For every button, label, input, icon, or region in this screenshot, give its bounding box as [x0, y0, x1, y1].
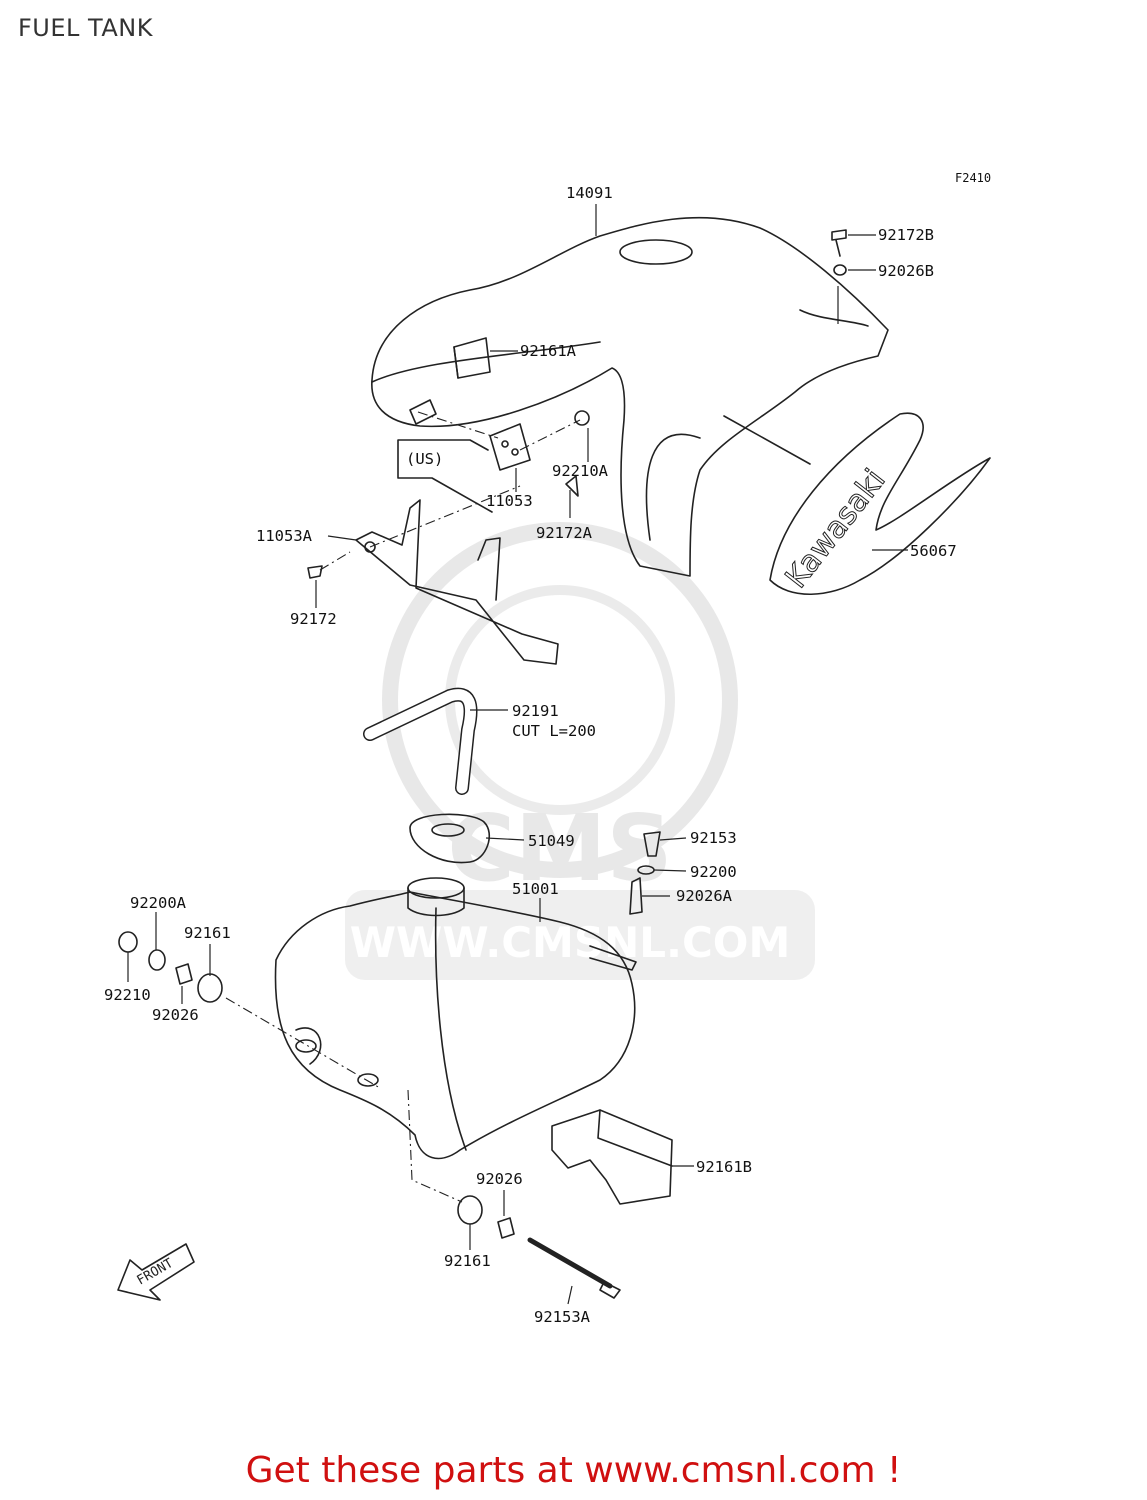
- front-arrow-icon: [117, 1243, 195, 1301]
- watermark-url: WWW.CMSNL.COM: [350, 918, 791, 967]
- tank-decal: [769, 412, 991, 595]
- part-label: 56067: [910, 542, 957, 560]
- fuel-tank: [274, 891, 636, 1160]
- mount-rubber: [551, 1109, 673, 1205]
- page-title: FUEL TANK: [18, 14, 153, 42]
- figure-code: F2410: [955, 171, 991, 185]
- part-label: 92161B: [696, 1158, 752, 1176]
- front-arrow-label: FRONT: [135, 1256, 177, 1289]
- tank-cover: [371, 216, 889, 577]
- part-label: (US): [406, 450, 443, 468]
- part-label: 92172A: [536, 524, 593, 542]
- part-label: 92191: [512, 702, 559, 720]
- part-label: 11053: [486, 492, 533, 510]
- part-label: 92153: [690, 829, 737, 847]
- part-label: 92200A: [130, 894, 187, 912]
- part-label: 92210: [104, 986, 151, 1004]
- part-label: CUT L=200: [512, 722, 596, 740]
- part-label: 92161: [184, 924, 231, 942]
- part-label: 11053A: [256, 527, 313, 545]
- watermark-logo: CMS: [447, 795, 672, 902]
- part-label: 92200: [690, 863, 737, 881]
- part-label: 92026B: [878, 262, 934, 280]
- part-labels: F2410 14091 92172B 92026B 92161A (US) 92…: [104, 171, 991, 1326]
- parts-diagram: CMS WWW.CMSNL.COM: [104, 171, 991, 1326]
- watermark: CMS WWW.CMSNL.COM: [345, 522, 815, 980]
- part-label: 51001: [512, 880, 559, 898]
- part-label: 92161: [444, 1252, 491, 1270]
- part-label: 92026: [152, 1006, 199, 1024]
- part-label: 14091: [566, 184, 613, 202]
- part-label: 51049: [528, 832, 575, 850]
- footer-promo: Get these parts at www.cmsnl.com !: [245, 1450, 902, 1491]
- part-label: 92172B: [878, 226, 934, 244]
- part-label: 92210A: [552, 462, 609, 480]
- part-label: 92026: [476, 1170, 523, 1188]
- part-label: 92161A: [520, 342, 577, 360]
- part-label: 92153A: [534, 1308, 591, 1326]
- part-label: 92026A: [676, 887, 733, 905]
- part-label: 92172: [290, 610, 337, 628]
